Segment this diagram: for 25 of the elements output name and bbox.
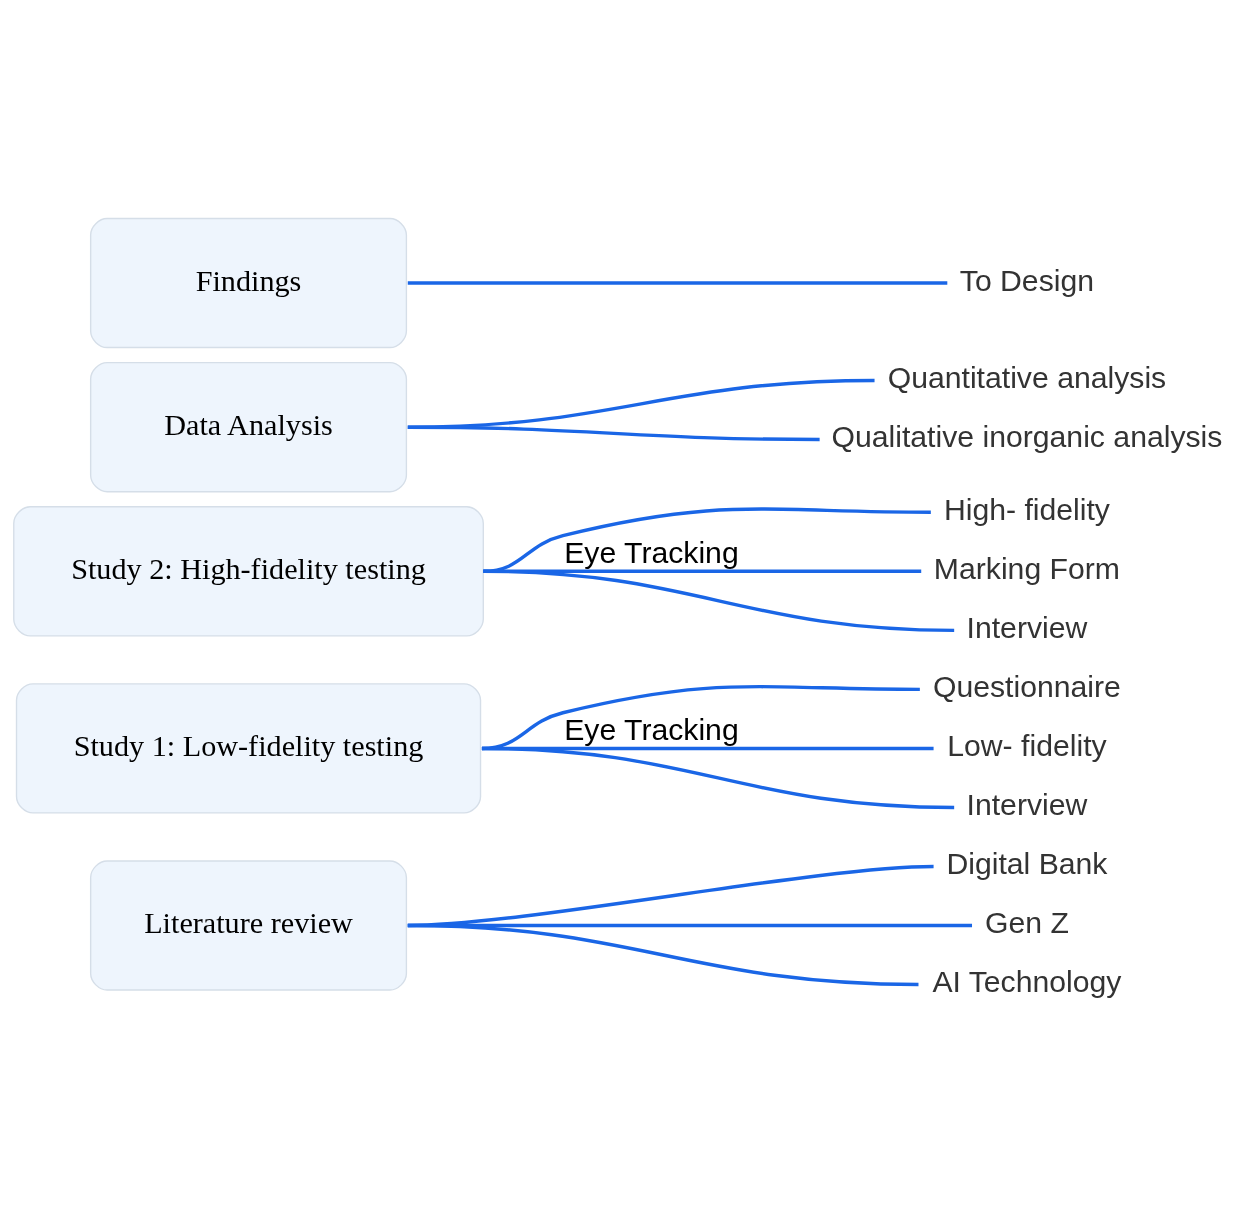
node-box: Data Analysis — [89, 361, 408, 493]
node-text: Low- fidelity — [947, 729, 1107, 763]
connector — [407, 425, 820, 442]
node-text: Marking Form — [933, 552, 1121, 585]
connector — [407, 923, 919, 987]
connector — [483, 569, 955, 633]
connector — [481, 746, 955, 810]
node-box: Study 1: Low-fidelity testing — [15, 683, 482, 814]
node-text: To Design — [959, 263, 1095, 297]
connector — [407, 281, 948, 285]
node-box: Findings — [89, 217, 408, 349]
node-text: Qualitative inorganic analysis — [831, 420, 1223, 454]
node-text: High- fidelity — [943, 492, 1110, 526]
edge-label: Eye Tracking — [564, 535, 739, 569]
node-box: Literature review — [89, 860, 408, 991]
edge-label: Eye Tracking — [564, 712, 739, 746]
node-text: Gen Z — [984, 906, 1069, 940]
node-text: Quantitative analysis — [887, 361, 1167, 395]
node-text: Digital Bank — [946, 847, 1108, 881]
node-box: Study 2: High-fidelity testing — [13, 506, 484, 637]
node-text: AI Technology — [932, 965, 1122, 999]
node-text: Questionnaire — [932, 670, 1121, 704]
connector — [483, 507, 931, 574]
node-text: Interview — [966, 788, 1088, 822]
node-text: Interview — [966, 611, 1088, 645]
